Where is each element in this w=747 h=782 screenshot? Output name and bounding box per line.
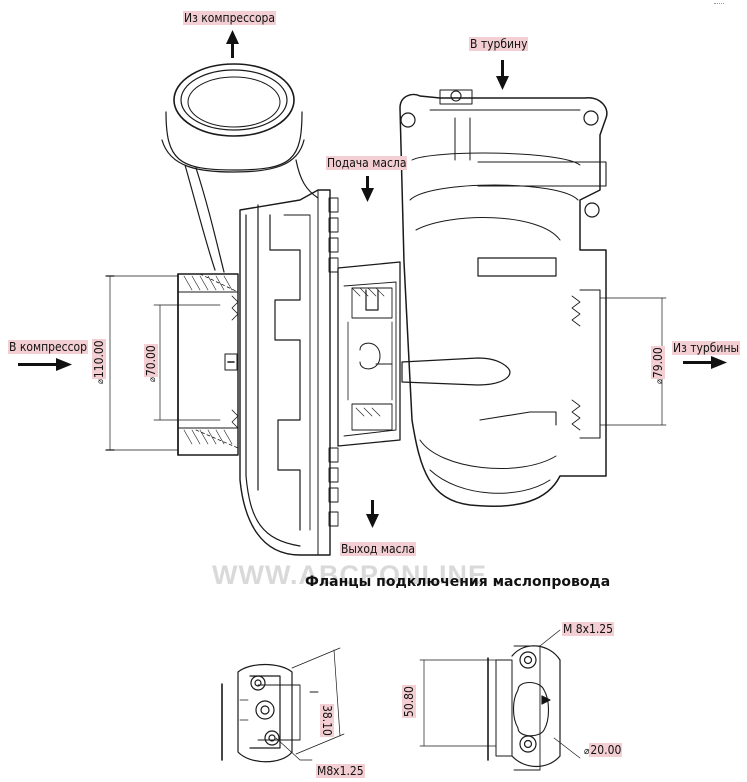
compressor-inlet xyxy=(177,273,239,456)
thread-m8-left: M8x1.25 xyxy=(316,764,365,778)
flow-arrows xyxy=(18,30,727,528)
label-to-compressor: В компрессор xyxy=(8,340,88,354)
dim-50-80: 50.80 xyxy=(402,685,416,718)
compressor-outlet-pipe xyxy=(161,63,319,273)
dim-38-10: 38.10 xyxy=(320,704,334,737)
compressor-housing xyxy=(239,189,339,556)
dim-70: ⌀70.00 xyxy=(144,344,158,382)
turbine-housing xyxy=(399,89,608,507)
thread-m8-right: M 8x1.25 xyxy=(562,622,615,636)
label-to-turbine: В турбину xyxy=(469,37,529,51)
dim-20: ⌀20.00 xyxy=(584,743,623,757)
label-from-compressor: Из компрессора xyxy=(183,11,277,25)
label-oil-supply: Подача масла xyxy=(326,156,408,170)
label-oil-outlet: Выход масла xyxy=(340,542,417,556)
bearing-housing xyxy=(337,261,401,447)
label-from-turbine: Из турбины xyxy=(672,341,741,355)
left-flange xyxy=(221,647,345,763)
dim-110: ⌀110.00 xyxy=(92,339,106,384)
dimension-lines xyxy=(105,275,667,451)
flanges-title: Фланцы подключения маслопровода xyxy=(305,574,611,590)
dim-79: ⌀79.00 xyxy=(651,346,665,384)
right-flange xyxy=(419,629,581,771)
corner-dots xyxy=(714,3,724,7)
watermark: WWW.ABCPONLINE xyxy=(212,560,487,590)
